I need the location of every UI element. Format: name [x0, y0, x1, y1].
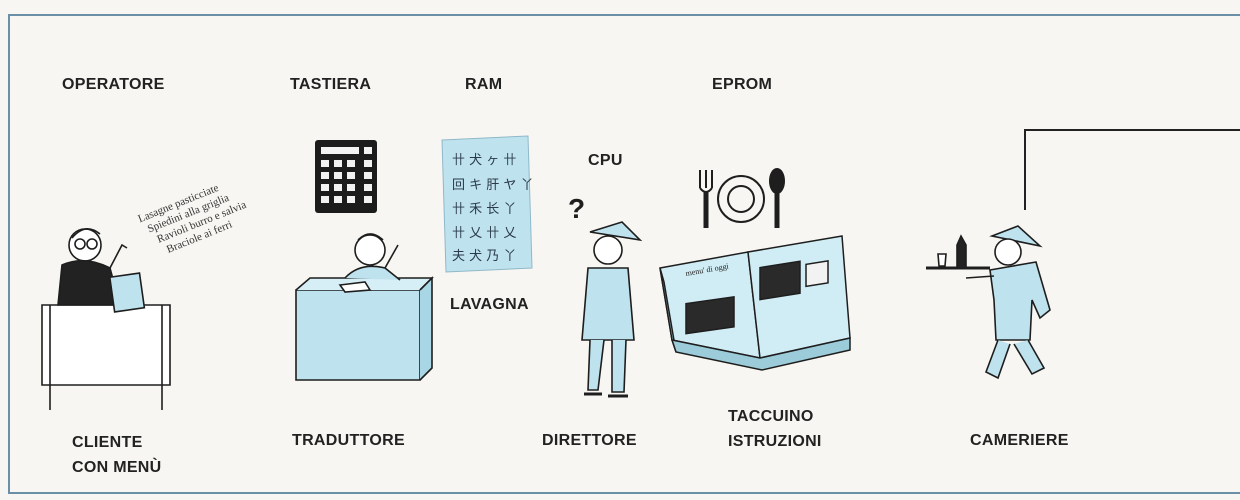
label-tastiera: TASTIERA — [290, 76, 372, 93]
svg-text:卄 犬 ヶ 卄: 卄 犬 ヶ 卄 — [452, 153, 516, 168]
svg-text:卄 乂 卄 乂: 卄 乂 卄 乂 — [452, 226, 516, 241]
label-ram: RAM — [465, 76, 503, 93]
diagram-frame — [8, 14, 1240, 494]
cutlery-icon — [699, 168, 785, 228]
label-cliente-line2: CON MENÙ — [72, 459, 162, 476]
traduttore-illustration — [295, 233, 434, 381]
label-direttore: DIRETTORE — [542, 432, 637, 449]
label-traduttore: TRADUTTORE — [292, 432, 405, 449]
label-cliente-line1: CLIENTE — [72, 434, 143, 451]
cliente-illustration — [41, 228, 171, 410]
svg-text:卄 禾 长 丫: 卄 禾 长 丫 — [452, 202, 516, 217]
label-taccuino-line1: TACCUINO — [728, 408, 814, 425]
svg-text:夫 犬 乃 丫: 夫 犬 乃 丫 — [452, 249, 516, 264]
menu-list: Lasagne pasticciate Spiedini alla grigli… — [136, 182, 248, 256]
label-operatore: OPERATORE — [62, 76, 165, 93]
label-taccuino: TACCUINO ISTRUZIONI — [728, 404, 822, 454]
label-cpu: CPU — [588, 152, 623, 169]
label-taccuino-line2: ISTRUZIONI — [728, 433, 822, 450]
svg-text:?: ? — [568, 193, 585, 224]
lavagna-board: 卄 犬 ヶ 卄 回 キ 肝 ヤ 丫 卄 禾 长 丫 卄 乂 卄 乂 夫 犬 乃 … — [441, 135, 534, 273]
tastiera-keypad — [315, 140, 377, 213]
cameriere-illustration — [926, 225, 1051, 380]
label-cameriere: CAMERIERE — [970, 432, 1069, 449]
direttore-illustration: ? — [568, 193, 643, 398]
label-cliente: CLIENTE CON MENÙ — [72, 430, 162, 480]
label-lavagna: LAVAGNA — [450, 296, 529, 313]
label-eprom: EPROM — [712, 76, 773, 93]
connector-line — [1024, 129, 1240, 210]
svg-text:回 キ 肝 ヤ 丫: 回 キ 肝 ヤ 丫 — [452, 178, 534, 193]
taccuino-book: menu' di oggi — [659, 235, 851, 371]
